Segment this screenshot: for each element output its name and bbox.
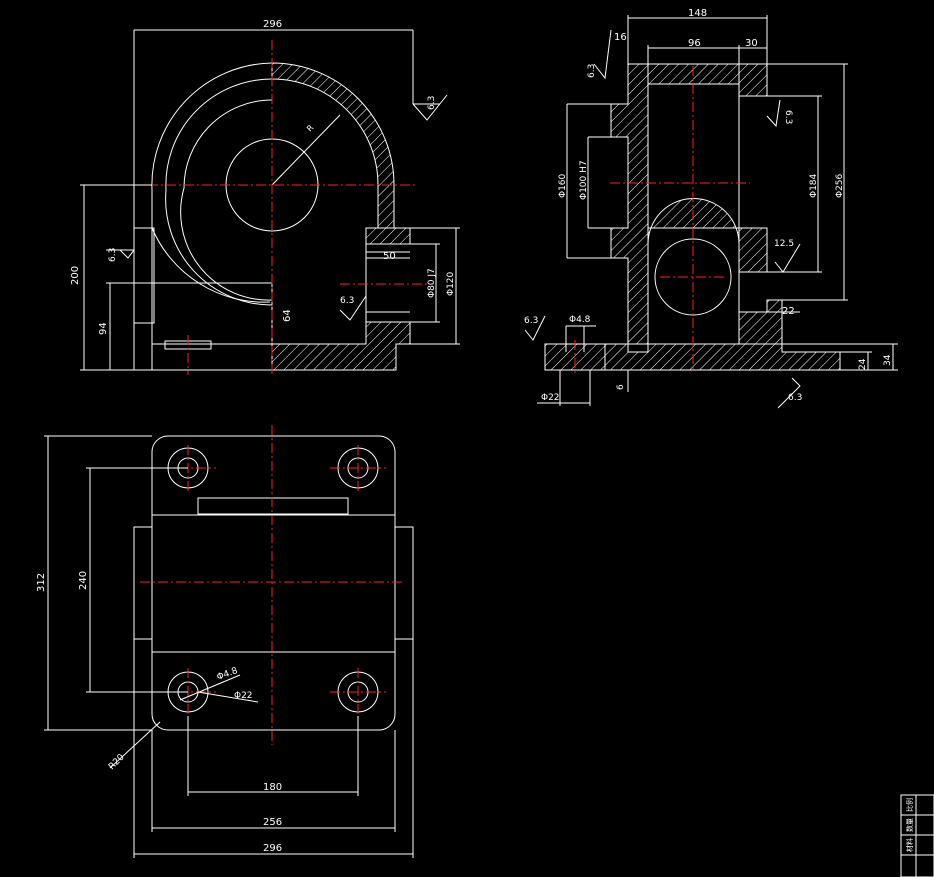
front-dim-64: 64 <box>282 309 293 322</box>
roughness-symbol: 6.3 <box>777 377 802 409</box>
top-dim-312: 312 <box>36 573 47 592</box>
svg-text:12.5: 12.5 <box>774 239 794 249</box>
side-dia-100: Φ100 H7 <box>579 160 589 200</box>
roughness-symbol: 6.3 <box>412 94 448 121</box>
side-hole-48: Φ4.8 <box>569 315 591 325</box>
title-cell-1: 比例 <box>905 798 914 812</box>
roughness-symbol: 6.3 <box>587 29 612 80</box>
top-dim-296: 296 <box>263 843 282 854</box>
front-width-296: 296 <box>263 19 282 30</box>
side-dim-24: 24 <box>858 358 868 370</box>
front-bore-80: Φ80 J7 <box>427 268 437 298</box>
side-dim-34: 34 <box>883 354 893 366</box>
svg-text:6.3: 6.3 <box>587 64 597 78</box>
front-bore-120: Φ120 <box>446 271 456 296</box>
top-hole-22: Φ22 <box>234 691 253 701</box>
side-left-wall <box>610 63 649 345</box>
side-dim-6: 6 <box>616 384 626 390</box>
side-dia-184: Φ184 <box>809 173 819 198</box>
front-hatch-lower <box>271 321 411 371</box>
side-dim-22: 22 <box>782 306 795 317</box>
roughness-symbol: 6.3 <box>766 99 793 128</box>
svg-text:6.3: 6.3 <box>788 393 802 403</box>
side-dia-160: Φ160 <box>558 173 568 198</box>
top-dim-180: 180 <box>263 782 282 793</box>
title-block: 比例 数量 材料 <box>900 794 934 877</box>
side-dim-30: 30 <box>745 38 758 49</box>
roughness-symbol: 6.3 <box>106 248 135 262</box>
side-dim-148: 148 <box>688 8 707 19</box>
svg-text:6.3: 6.3 <box>783 110 793 124</box>
top-view: 312 240 Φ4.8 Φ22 R20 180 256 296 <box>36 425 414 858</box>
svg-text:6.3: 6.3 <box>427 96 437 110</box>
roughness-symbol: 6.3 <box>524 315 546 341</box>
roughness-symbol: 12.5 <box>774 239 801 273</box>
top-plate-outline <box>151 435 396 731</box>
side-dia-256: Φ256 <box>835 173 845 198</box>
front-height-94: 94 <box>98 322 109 335</box>
top-dim-256: 256 <box>263 817 282 828</box>
front-radius-label: R <box>305 123 316 134</box>
roughness-symbol: 6.3 <box>339 295 367 321</box>
svg-text:6.3: 6.3 <box>108 248 118 262</box>
svg-text:6.3: 6.3 <box>524 316 538 326</box>
side-base <box>599 343 841 371</box>
side-view: 148 96 30 16 Φ184 <box>524 8 898 409</box>
front-height-200: 200 <box>70 266 81 285</box>
side-right-wall <box>738 227 768 273</box>
side-hole-22: Φ22 <box>541 393 560 403</box>
title-cell-3: 材料 <box>905 838 914 852</box>
title-cell-2: 数量 <box>905 818 914 832</box>
front-view: 296 R 2 <box>70 19 460 375</box>
side-dim-16: 16 <box>614 32 627 43</box>
side-dim-96: 96 <box>688 38 701 49</box>
front-dim-50: 50 <box>383 251 396 262</box>
top-dim-240: 240 <box>78 571 89 590</box>
svg-text:6.3: 6.3 <box>340 296 354 306</box>
volute-shell <box>271 62 395 229</box>
